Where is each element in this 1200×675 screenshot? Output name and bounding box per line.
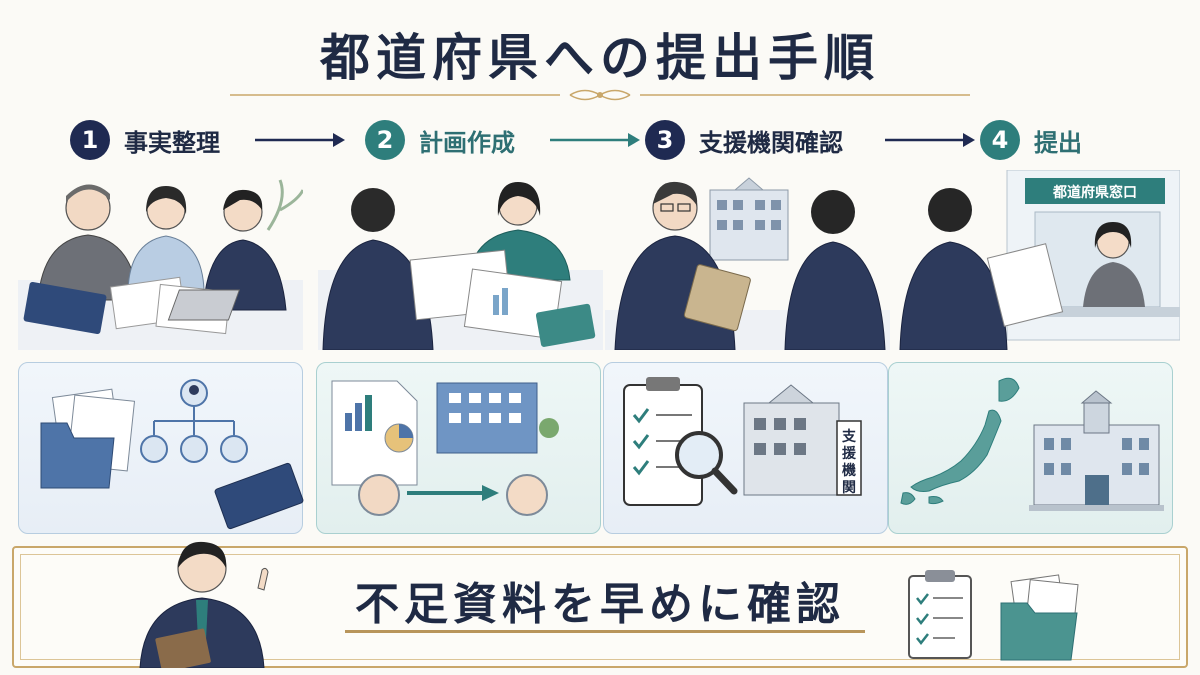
step-2-label: 計画作成 <box>419 128 515 157</box>
step-2-number: 2 <box>365 120 405 160</box>
card-fact-organization <box>18 362 304 534</box>
step-1: 1 事実整理 <box>70 116 220 164</box>
step-4-number: 4 <box>980 120 1020 160</box>
card-support-check: 支 援 機 関 <box>603 362 888 534</box>
step-1-number: 1 <box>70 120 110 160</box>
banner-underline <box>345 630 865 633</box>
scene-consultation-illustration <box>605 177 890 350</box>
page-title: 都道府県への提出手順 <box>320 28 880 87</box>
title-ornament <box>230 89 970 101</box>
step-3-number: 3 <box>645 120 685 160</box>
step-3-label: 支援機関確認 <box>699 128 843 157</box>
card3-sign-char-1: 支 <box>841 428 857 445</box>
step-1-label: 事実整理 <box>124 128 220 157</box>
step-2: 2 計画作成 <box>365 116 515 164</box>
scene-submission-illustration: 都道府県窓口 <box>899 170 1180 350</box>
checklist-magnifier-icon: 支 援 機 関 <box>623 377 862 506</box>
steps-row: 1 事実整理 2 計画作成 3 支援機関確認 4 提出 <box>0 116 1200 164</box>
step-3: 3 支援機関確認 <box>645 116 843 164</box>
clipboard-folder-icon <box>908 570 1079 661</box>
step-4: 4 提出 <box>980 116 1082 164</box>
japan-map-icon <box>900 377 1164 511</box>
advisor-pointing-illustration <box>139 541 269 668</box>
card3-sign-char-2: 援 <box>842 445 857 462</box>
card3-sign-char-4: 関 <box>842 480 856 496</box>
card3-sign-char-3: 機 <box>842 462 856 479</box>
folder-org-chart-icon <box>40 379 304 530</box>
scene-meeting-illustration <box>18 179 303 350</box>
banner-inner-border <box>20 554 1180 660</box>
scene-planning-illustration <box>318 182 603 350</box>
card-plan-creation <box>316 362 601 534</box>
banner-message: 不足資料を早めに確認 <box>355 579 845 630</box>
arrow-1-icon <box>255 133 345 147</box>
step-4-label: 提出 <box>1034 128 1082 157</box>
scene4-sign-text: 都道府県窓口 <box>1052 184 1137 201</box>
arrow-2-icon <box>550 133 640 147</box>
card-submission <box>888 362 1173 534</box>
report-building-icon <box>331 380 559 516</box>
arrow-3-icon <box>885 133 975 147</box>
